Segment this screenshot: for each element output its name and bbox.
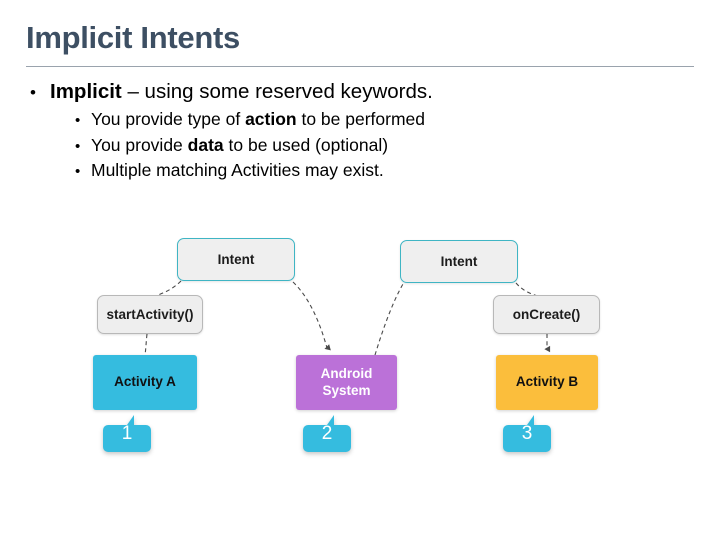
badge-number: 3	[521, 423, 533, 444]
node-label: Intent	[440, 254, 478, 269]
node-label: Activity A	[114, 374, 176, 390]
node-label: onCreate()	[512, 307, 581, 322]
bullet-text: You provide type of action to be perform…	[91, 109, 426, 130]
node-activity-a[interactable]: Activity A	[93, 355, 197, 410]
bullet-text: You provide data to be used (optional)	[91, 134, 389, 155]
bullet-list: • Implicit – using some reserved keyword…	[30, 78, 690, 183]
node-label-line2: System	[322, 382, 371, 398]
connector-intent-to-startactivity	[157, 280, 182, 296]
step-badge-1[interactable]: 1	[103, 415, 151, 452]
connector-intent-to-androidsystem	[292, 281, 331, 351]
bullet-marker: •	[30, 83, 36, 102]
step-badge-3[interactable]: 3	[503, 415, 551, 452]
page-title: Implicit Intents	[26, 20, 240, 55]
node-label: Android System	[321, 366, 373, 399]
bullet-marker: •	[75, 163, 81, 181]
badge-number: 2	[321, 423, 333, 444]
node-activity-b[interactable]: Activity B	[496, 355, 598, 410]
node-intent-right[interactable]: Intent	[400, 240, 518, 283]
bullet-marker: •	[75, 137, 81, 155]
step-badge-2[interactable]: 2	[303, 415, 351, 452]
callout-shape-icon	[103, 415, 151, 452]
node-android-system[interactable]: Android System	[296, 355, 397, 410]
bullet-item-sub-1: • You provide type of action to be perfo…	[75, 107, 690, 132]
node-on-create[interactable]: onCreate()	[493, 295, 600, 334]
callout-shape-icon	[303, 415, 351, 452]
bullet-text: Implicit – using some reserved keywords.	[50, 80, 433, 103]
node-start-activity[interactable]: startActivity()	[97, 295, 203, 334]
bullet-marker: •	[75, 112, 81, 130]
bullet-text: Multiple matching Activities may exist.	[91, 160, 384, 181]
connector-androidsystem-to-intent	[374, 283, 404, 356]
bullet-item-primary: • Implicit – using some reserved keyword…	[30, 78, 690, 106]
bullet-item-sub-2: • You provide data to be used (optional)	[75, 133, 690, 158]
node-intent-left[interactable]: Intent	[177, 238, 295, 281]
title-divider	[26, 66, 694, 67]
connector-startactivity-to-activitya	[144, 333, 148, 356]
callout-shape-icon	[503, 415, 551, 452]
node-label: Intent	[217, 252, 255, 267]
node-label-line1: Android	[320, 366, 373, 382]
node-label: Activity B	[515, 374, 579, 390]
bullet-item-sub-3: • Multiple matching Activities may exist…	[75, 158, 690, 183]
node-label: startActivity()	[106, 307, 194, 322]
badge-number: 1	[121, 423, 133, 444]
